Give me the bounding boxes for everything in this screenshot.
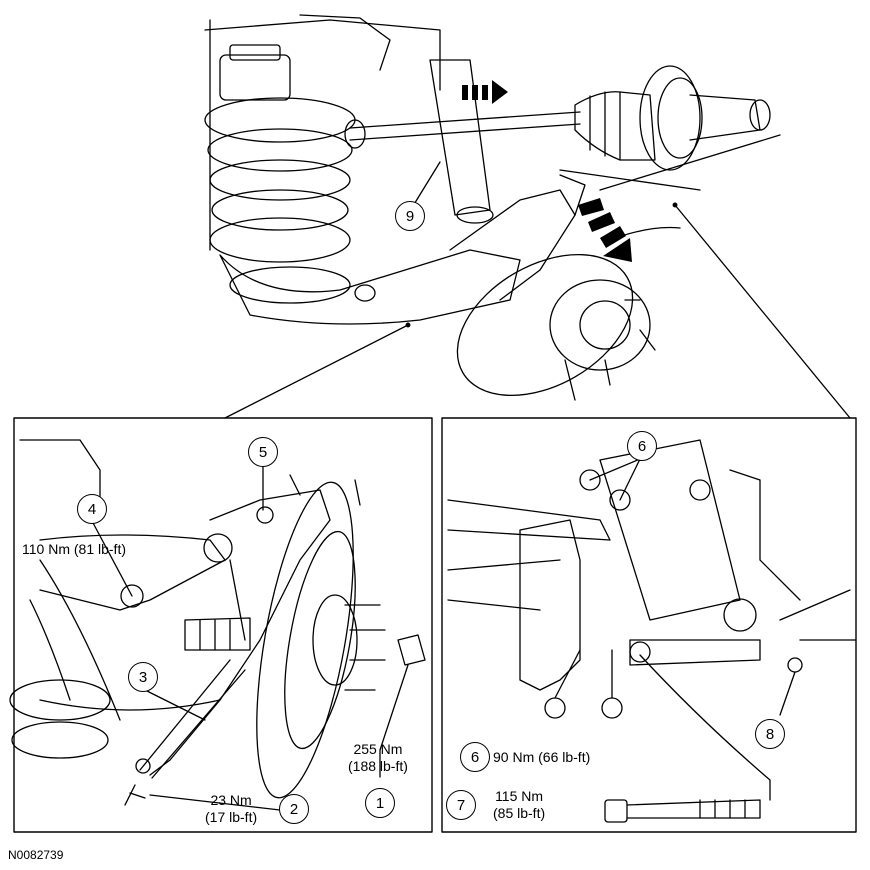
callout-9: 9: [395, 201, 425, 231]
torque-1-nm: 255 Nm: [353, 741, 403, 757]
torque-4: 110 Nm (81 lb-ft): [22, 541, 126, 557]
callout-2: 2: [279, 794, 309, 824]
torque-7-nm: 115 Nm: [495, 788, 544, 804]
callout-6-top: 6: [627, 431, 657, 461]
torque-6: 90 Nm (66 lb-ft): [493, 749, 591, 765]
left-detail-drawing: [9, 439, 426, 806]
right-detail-drawing: [447, 439, 857, 823]
right-detail-frame: [441, 417, 857, 833]
callout-7: 7: [446, 790, 476, 820]
callout-4: 4: [77, 494, 107, 524]
figure-id: N0082739: [8, 848, 64, 862]
callout-1: 1: [365, 788, 395, 818]
torque-7: 115 Nm (85 lb-ft): [493, 788, 545, 822]
callout-8: 8: [755, 719, 785, 749]
callout-6-bottom: 6: [460, 742, 490, 772]
callout-5: 5: [248, 437, 278, 467]
torque-7-lbft: (85 lb-ft): [493, 805, 546, 821]
torque-2-lbft: (17 lb-ft): [205, 809, 258, 825]
callout-3: 3: [128, 662, 158, 692]
torque-1: 255 Nm (188 lb-ft): [348, 741, 408, 775]
torque-1-lbft: (188 lb-ft): [348, 758, 408, 774]
torque-2: 23 Nm (17 lb-ft): [205, 792, 257, 826]
torque-2-nm: 23 Nm: [210, 792, 252, 808]
movement-arrows: [462, 80, 632, 262]
left-detail-frame: [13, 417, 433, 833]
overview-drawing: [204, 14, 781, 401]
